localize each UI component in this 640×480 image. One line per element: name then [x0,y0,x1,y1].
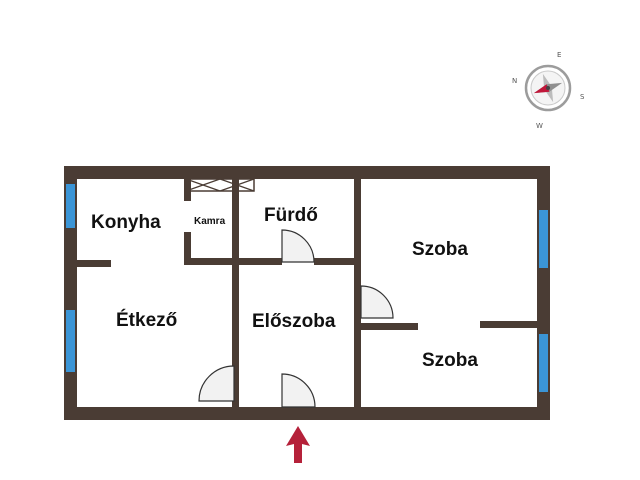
wall-middle-horizontal-right [314,258,361,265]
door-icon [281,229,315,263]
doors [198,229,394,408]
compass-letter-north: N [512,77,517,85]
wall-szoba-divider-left [361,323,418,330]
door-icon [360,285,394,319]
wall-kamra-right [232,179,239,407]
compass-icon: N E S W [512,51,585,130]
wall-kamra-left-lower [184,232,191,264]
wall-bottom [64,407,550,420]
window-icon [66,184,75,228]
room-label-szoba-upper: Szoba [412,239,468,260]
window-icon [539,334,548,392]
wall-top [64,166,550,179]
compass-letter-east: E [557,51,561,59]
wall-szoba-divider-right [480,321,537,328]
entrance-arrow-icon [286,426,310,463]
room-label-eloszoba: Előszoba [252,311,336,332]
room-label-kamra: Kamra [194,216,226,227]
compass-letter-south: S [580,93,585,101]
room-labels: Konyha Kamra Fürdő Szoba Étkező Előszoba… [91,205,478,371]
room-label-szoba-lower: Szoba [422,350,478,371]
kamra-shelving [185,178,255,192]
room-label-etkezo: Étkező [116,309,177,331]
windows [66,184,548,392]
room-label-konyha: Konyha [91,212,161,233]
wall-furdo-right [354,179,361,407]
room-label-furdo: Fürdő [264,205,318,226]
compass-letter-west: W [536,122,543,130]
wall-middle-horizontal [184,258,282,265]
wall-konyha-stub [77,260,111,267]
window-icon [66,310,75,372]
window-icon [539,210,548,268]
door-icon [281,373,316,408]
door-icon [198,365,235,402]
